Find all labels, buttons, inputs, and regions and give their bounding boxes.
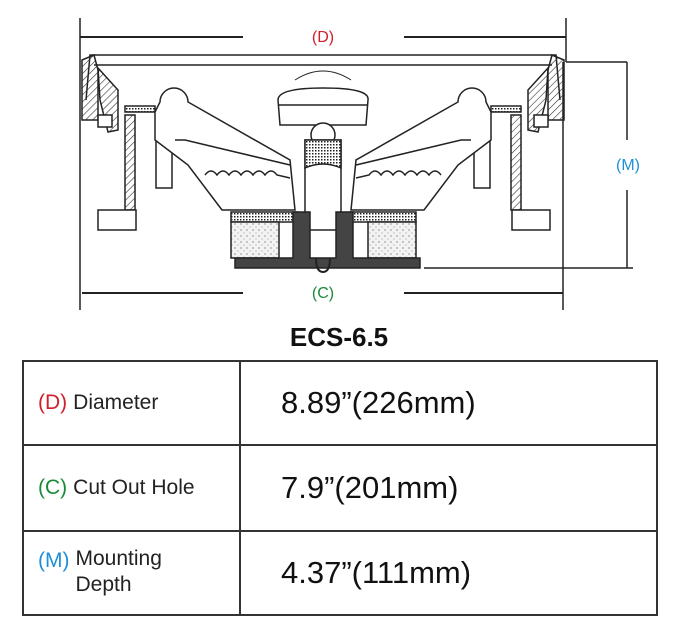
table-row-diameter: (D) Diameter 8.89”(226mm) (22, 360, 658, 446)
table-row-mounting-depth: (M) Mounting Depth 4.37”(111mm) (22, 530, 658, 616)
spec-value: 7.9”(201mm) (239, 444, 658, 532)
table-row-cut-out-hole: (C) Cut Out Hole 7.9”(201mm) (22, 444, 658, 532)
spec-label: Diameter (73, 391, 159, 414)
rotation-arrow-icon (294, 70, 352, 81)
spec-table: (D) Diameter 8.89”(226mm) (C) Cut Out Ho… (22, 360, 658, 616)
spec-value: 4.37”(111mm) (239, 530, 658, 616)
model-title: ECS-6.5 (289, 322, 389, 352)
spec-value: 8.89”(226mm) (239, 360, 658, 446)
label-d: (D) (312, 29, 334, 46)
spec-label: Mounting Depth (75, 546, 162, 596)
spec-label: Cut Out Hole (73, 476, 195, 499)
label-m: (M) (616, 157, 640, 174)
spec-code: (C) (38, 476, 68, 499)
spec-code: (M) (38, 548, 70, 572)
speaker-cross-section-diagram: (D) (M) (C) (79, 18, 640, 310)
spec-code: (D) (38, 391, 68, 414)
label-c: (C) (312, 285, 334, 302)
